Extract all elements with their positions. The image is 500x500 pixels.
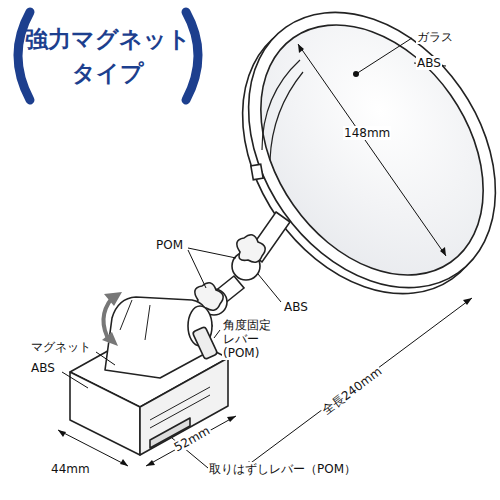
title: 強力マグネットタイプ: [24, 22, 192, 90]
rotation-arrowheads: [102, 292, 122, 346]
part-name: POM: [155, 238, 184, 252]
part-name: マグネット: [30, 340, 92, 354]
magnifier-lens: [191, 0, 500, 341]
leader-lines: [62, 38, 446, 468]
part-name: 角度固定 レバー (POM): [222, 318, 284, 360]
part-name: 取りはずしレバー（POM）: [208, 462, 357, 476]
dimension: 全長240mm: [319, 364, 385, 419]
paren-right: [186, 12, 198, 100]
dimension-arrowheads: [58, 44, 472, 468]
part-name: ABS: [283, 300, 309, 314]
magnet-base: [70, 297, 228, 455]
part-name: ガラス: [416, 30, 454, 44]
part-name: ABS: [416, 56, 442, 70]
dimension: 44mm: [50, 462, 91, 476]
part-name: ABS: [30, 361, 56, 375]
paren-left: [18, 12, 30, 100]
dimension: 148mm: [343, 126, 391, 140]
dimension-lines: [58, 44, 472, 468]
